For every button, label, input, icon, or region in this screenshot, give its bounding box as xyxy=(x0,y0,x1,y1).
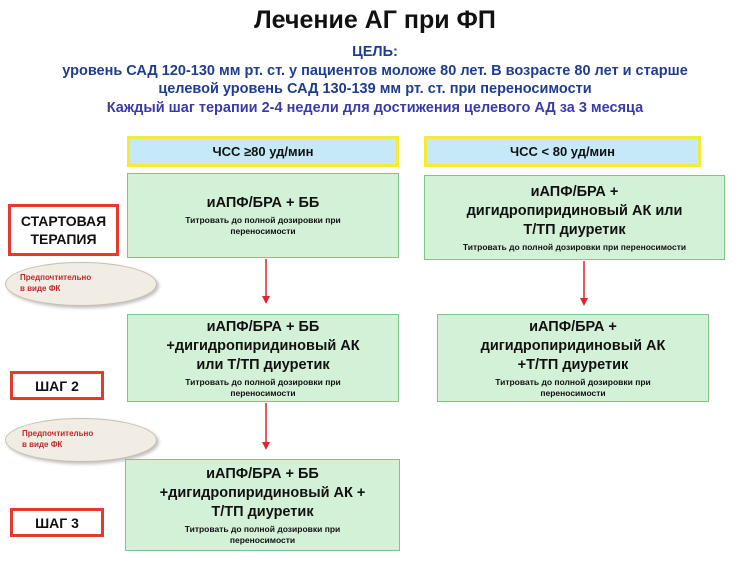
left-step3-main-line-3: Т/ТП диуретик xyxy=(211,503,314,520)
note-ellipse-1 xyxy=(5,262,157,306)
note-1-line-2: в виде ФК xyxy=(20,284,61,293)
note-1-line-1: Предпочтительно xyxy=(20,273,92,282)
left-column-header: ЧСС ≥80 уд/мин xyxy=(127,136,399,167)
left-step3-sub: Титровать до полной дозировки при перено… xyxy=(185,524,341,546)
right-start-sub-line-1: Титровать до полной дозировки при перено… xyxy=(462,241,687,252)
note-2-line-2: в виде ФК xyxy=(22,440,63,449)
left-step2-box: иАПФ/БРА + ББ +дигидропиридиновый АК или… xyxy=(127,314,399,402)
step-2-text: ШАГ 2 xyxy=(35,377,79,394)
right-step2-main-line-2: дигидропиридиновый АК xyxy=(480,337,666,354)
left-step3-box: иАПФ/БРА + ББ +дигидропиридиновый АК + Т… xyxy=(125,459,400,551)
left-start-sub: Титровать до полной дозировки при перено… xyxy=(185,215,341,237)
left-step2-sub-line-2: переносимости xyxy=(230,387,296,398)
right-start-sub: Титровать до полной дозировки при перено… xyxy=(463,242,686,253)
right-step2-main-line-3: +Т/ТП диуретик xyxy=(517,356,629,373)
right-step2-sub: Титровать до полной дозировки при перено… xyxy=(495,377,651,399)
step-start-line-1: СТАРТОВАЯ xyxy=(20,213,107,229)
step-2-label: ШАГ 2 xyxy=(10,371,104,400)
note-1-text: Предпочтительно в виде ФК xyxy=(20,272,91,294)
left-start-box: иАПФ/БРА + ББ Титровать до полной дозиро… xyxy=(127,173,399,258)
left-step2-sub: Титровать до полной дозировки при перено… xyxy=(185,377,341,399)
step-3-label: ШАГ 3 xyxy=(10,508,104,537)
left-step3-main-line-2: +дигидропиридиновый АК + xyxy=(159,484,366,501)
left-step2-main-line-2: +дигидропиридиновый АК xyxy=(166,337,360,354)
note-ellipse-2 xyxy=(5,418,157,462)
right-start-box: иАПФ/БРА + дигидропиридиновый АК или Т/Т… xyxy=(424,175,725,260)
left-step2-main-line-3: или Т/ТП диуретик xyxy=(196,356,330,373)
left-step2-main-line-1: иАПФ/БРА + ББ xyxy=(206,318,320,335)
right-column-header: ЧСС < 80 уд/мин xyxy=(424,136,701,167)
right-start-main-line-2: дигидропиридиновый АК или xyxy=(466,202,683,219)
right-step2-sub-line-2: переносимости xyxy=(540,387,606,398)
step-3-text: ШАГ 3 xyxy=(35,514,79,531)
right-step2-main-line-1: иАПФ/БРА + xyxy=(529,318,617,335)
note-2-text: Предпочтительно в виде ФК xyxy=(22,428,93,450)
left-step2-sub-line-1: Титровать до полной дозировки при xyxy=(185,376,341,387)
arrow-left-1-head xyxy=(262,296,270,304)
right-step2-box: иАПФ/БРА + дигидропиридиновый АК +Т/ТП д… xyxy=(437,314,709,402)
left-step3-sub-line-2: переносимости xyxy=(229,534,296,545)
left-start-sub-line-2: переносимости xyxy=(230,226,296,236)
step-start-label: СТАРТОВАЯ ТЕРАПИЯ xyxy=(8,204,119,256)
right-start-main-line-3: Т/ТП диуретик xyxy=(523,221,626,238)
right-start-main-line-1: иАПФ/БРА + xyxy=(530,183,619,200)
left-start-main: иАПФ/БРА + ББ xyxy=(207,194,320,213)
note-2-line-1: Предпочтительно xyxy=(22,429,94,438)
right-step2-main: иАПФ/БРА + дигидропиридиновый АК +Т/ТП д… xyxy=(481,318,666,375)
step-start-line-2: ТЕРАПИЯ xyxy=(30,231,97,247)
goal-line-3: Каждый шаг терапии 2-4 недели для достиж… xyxy=(106,100,644,116)
goal-line-1: уровень САД 120-130 мм рт. ст. у пациент… xyxy=(62,63,688,79)
left-step3-main: иАПФ/БРА + ББ +дигидропиридиновый АК + Т… xyxy=(160,465,366,522)
left-step3-main-line-1: иАПФ/БРА + ББ xyxy=(206,465,319,482)
left-step3-sub-line-1: Титровать до полной дозировки при xyxy=(184,523,341,534)
right-step2-sub-line-1: Титровать до полной дозировки при xyxy=(495,376,651,387)
left-step2-main: иАПФ/БРА + ББ +дигидропиридиновый АК или… xyxy=(166,318,359,375)
left-start-main-line-1: иАПФ/БРА + ББ xyxy=(206,195,320,211)
goal-heading: ЦЕЛЬ: xyxy=(352,44,398,60)
arrow-right-1-head xyxy=(580,298,588,306)
goal-line-2: целевой уровень САД 130-139 мм рт. ст. п… xyxy=(158,81,592,97)
left-start-sub-line-1: Титровать до полной дозировки при xyxy=(185,215,341,225)
page-title: Лечение АГ при ФП xyxy=(254,6,496,34)
arrow-left-2-head xyxy=(262,442,270,450)
right-start-main: иАПФ/БРА + дигидропиридиновый АК или Т/Т… xyxy=(467,183,683,240)
